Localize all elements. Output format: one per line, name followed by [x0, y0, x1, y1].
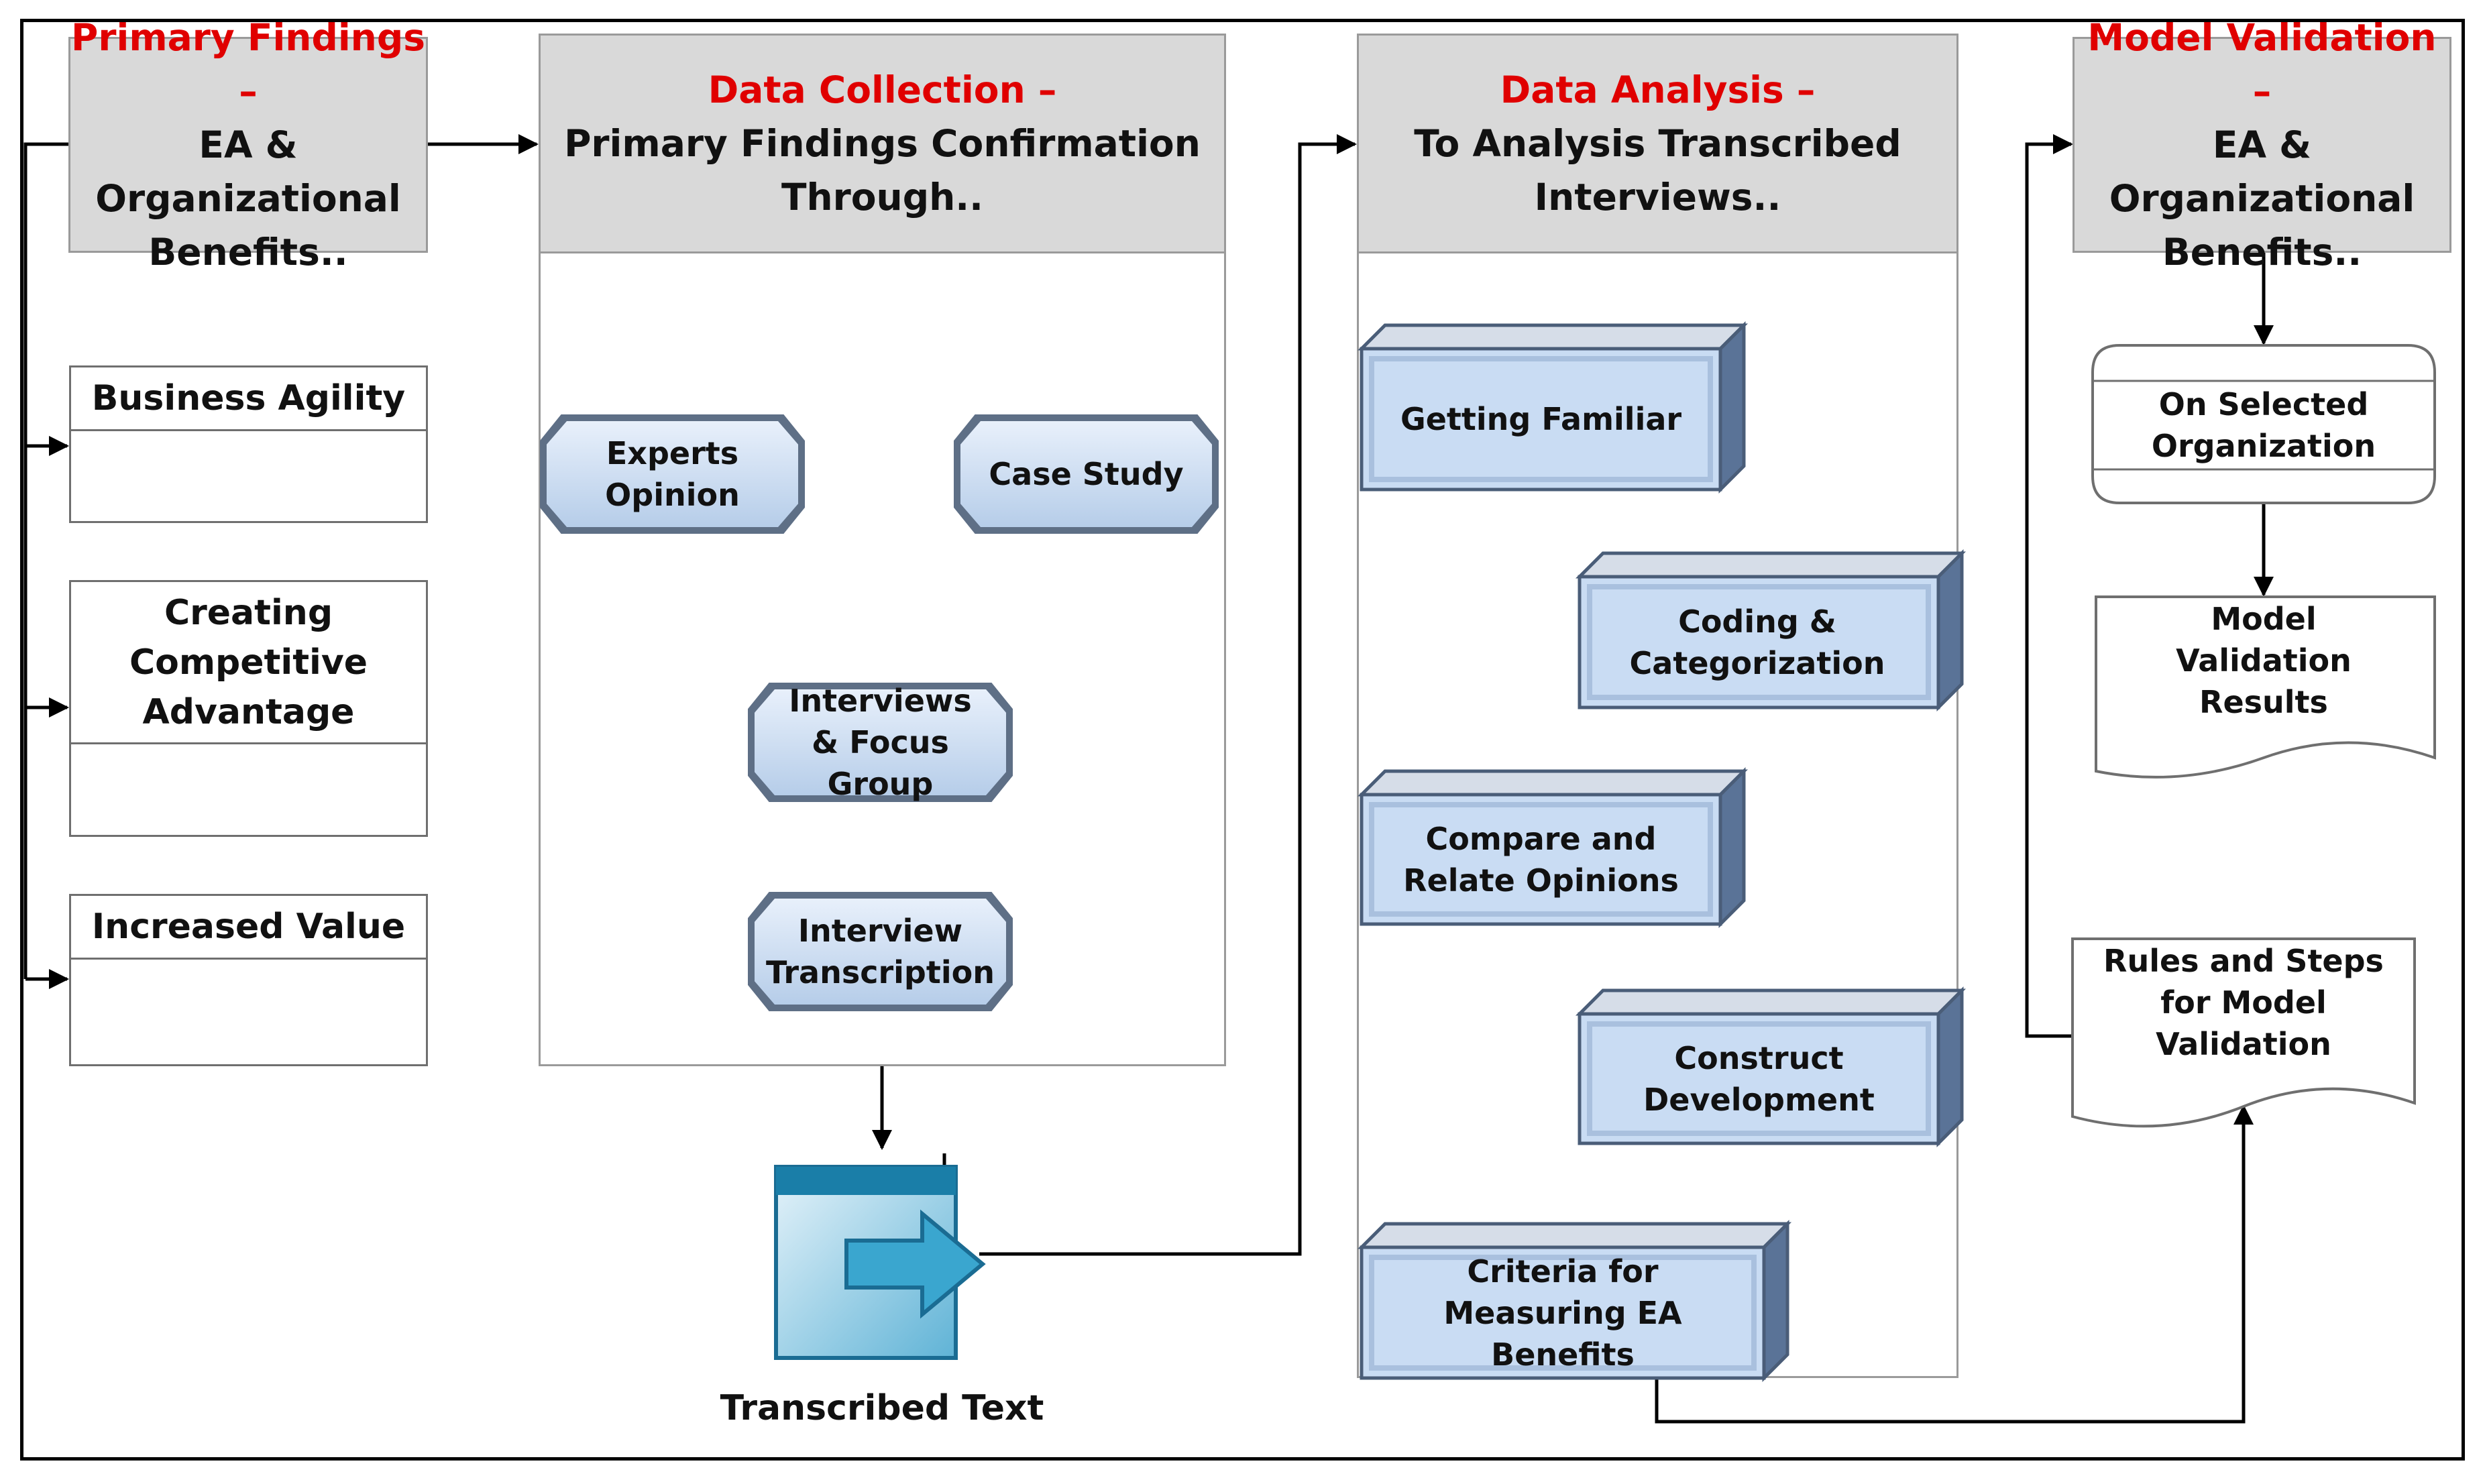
benefit-increased-value: Increased Value — [69, 894, 428, 1066]
compare-label: Compare and Relate Opinions — [1403, 820, 1679, 899]
primary-findings-line-2: Organizational — [95, 177, 401, 220]
benefit-business-agility: Business Agility — [69, 365, 428, 523]
results-document-shape — [2095, 595, 2436, 779]
selected-org-shape — [2091, 344, 2436, 504]
benefit-competitive-advantage: Creating Competitive Advantage — [69, 580, 428, 837]
primary-branch-connectors — [23, 134, 539, 989]
benefit-label: Increased Value — [71, 896, 426, 960]
model-validation-header: Model Validation – EA & Organizational B… — [2073, 16, 2451, 274]
data-collection-header: Data Collection – Primary Findings Confi… — [539, 34, 1226, 253]
case-study-fill — [960, 421, 1212, 527]
construct-label: Construct Development — [1643, 1039, 1875, 1118]
benefit-label: Business Agility — [71, 367, 426, 431]
primary-findings-title: Primary Findings – — [71, 16, 425, 113]
benefit-label: Creating Competitive Advantage — [71, 582, 426, 744]
case-study-label: Case Study — [989, 456, 1184, 492]
results-label: Model Validation Results — [2176, 601, 2352, 720]
model-validation-line-3: Benefits.. — [2162, 231, 2362, 274]
model-validation-title: Model Validation – — [2087, 16, 2437, 113]
data-collection-title: Data Collection – — [708, 68, 1057, 111]
interviews-fill — [755, 689, 1006, 795]
model-validation-line-1: EA & — [2212, 123, 2312, 166]
rules-label: Rules and Steps for Model Validation — [2103, 943, 2384, 1062]
transcribed-text-icon — [774, 1165, 986, 1360]
model-validation-line-2: Organizational — [2109, 177, 2415, 220]
criteria-box — [1357, 1219, 1792, 1383]
data-analysis-line-1: To Analysis Transcribed — [1414, 122, 1901, 165]
transcription-fill — [755, 899, 1006, 1005]
data-collection-line-1: Primary Findings Confirmation — [564, 122, 1201, 165]
experts-opinion-fill — [547, 421, 798, 527]
criteria-label: Criteria for Measuring EA Benefits — [1443, 1253, 1682, 1373]
transcription-label: Interview Transcription — [766, 913, 995, 990]
rules-document-shape — [2071, 937, 2416, 1128]
data-collection-line-2: Through.. — [781, 176, 984, 219]
construct-box — [1575, 986, 1967, 1148]
getting-familiar-label: Getting Familiar — [1400, 401, 1682, 437]
experts-opinion-label: Experts Opinion — [605, 435, 740, 513]
coding-box — [1575, 549, 1967, 712]
coding-label: Coding & Categorization — [1629, 603, 1885, 681]
compare-box — [1357, 766, 1749, 929]
diagram-frame — [20, 19, 2465, 1461]
transcribed-text-caption: Transcribed Text — [720, 1388, 1044, 1428]
getting-familiar-box — [1357, 321, 1749, 494]
data-analysis-title: Data Analysis – — [1500, 68, 1816, 111]
data-analysis-line-2: Interviews.. — [1534, 176, 1781, 219]
primary-findings-header: Primary Findings – EA & Organizational B… — [68, 16, 428, 274]
validation-connectors — [2025, 134, 2274, 1038]
primary-findings-line-1: EA & — [199, 123, 298, 166]
data-analysis-header: Data Analysis – To Analysis Transcribed … — [1357, 34, 1958, 253]
interviews-label: Interviews & Focus Group — [789, 683, 972, 802]
selected-org-label: On Selected Organization — [2151, 386, 2376, 464]
primary-findings-line-3: Benefits.. — [148, 231, 348, 274]
